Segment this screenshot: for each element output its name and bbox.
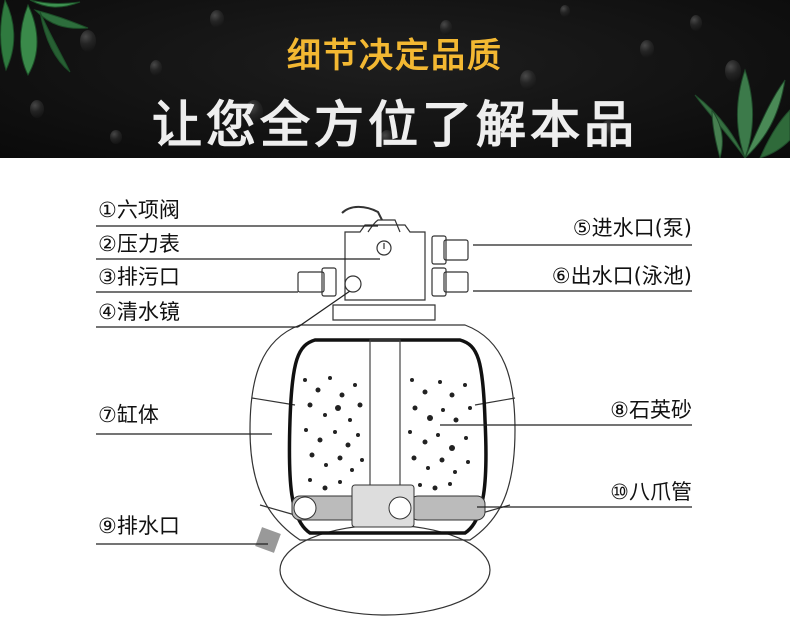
label-quartz-sand: ⑧石英砂 (610, 398, 692, 422)
water-drop (600, 120, 618, 142)
header-banner: 细节决定品质 让您全方位了解本品 (0, 0, 790, 158)
label-lateral-pipes: ⑩八爪管 (610, 480, 692, 504)
label-six-way-valve: ①六项阀 (98, 198, 180, 222)
sand-dots (303, 376, 472, 491)
water-drop (300, 40, 310, 54)
water-drop (560, 5, 570, 17)
label-water-drain: ⑨排水口 (98, 514, 180, 538)
label-drain-outlet: ③排污口 (98, 265, 180, 289)
label-outlet-pool: ⑥出水口(泳池) (551, 264, 692, 288)
water-drop (440, 20, 452, 35)
water-drop (520, 70, 536, 90)
header-title-secondary: 让您全方位了解本品 (152, 95, 638, 154)
water-drop (30, 100, 44, 118)
water-drop (150, 60, 162, 76)
water-drop (245, 100, 263, 124)
water-drop (690, 15, 702, 31)
leaves-decoration (0, 0, 790, 158)
water-drop (380, 130, 394, 148)
label-inlet-pump: ⑤进水口(泵) (572, 216, 692, 240)
filter-diagram: ①六项阀 ②压力表 ③排污口 ④清水镜 ⑦缸体 ⑨排水口 ⑤进水口(泵) ⑥出水… (0, 158, 790, 632)
label-pressure-gauge: ②压力表 (98, 232, 180, 256)
water-drop (725, 60, 741, 82)
water-drop (80, 30, 96, 52)
water-drop (110, 130, 122, 144)
label-sight-glass: ④清水镜 (98, 300, 180, 324)
sand-filter-illustration (96, 205, 692, 616)
label-tank-body: ⑦缸体 (98, 403, 159, 427)
water-drop (640, 40, 654, 58)
water-drop (210, 10, 224, 28)
header-title-primary: 细节决定品质 (287, 36, 503, 76)
